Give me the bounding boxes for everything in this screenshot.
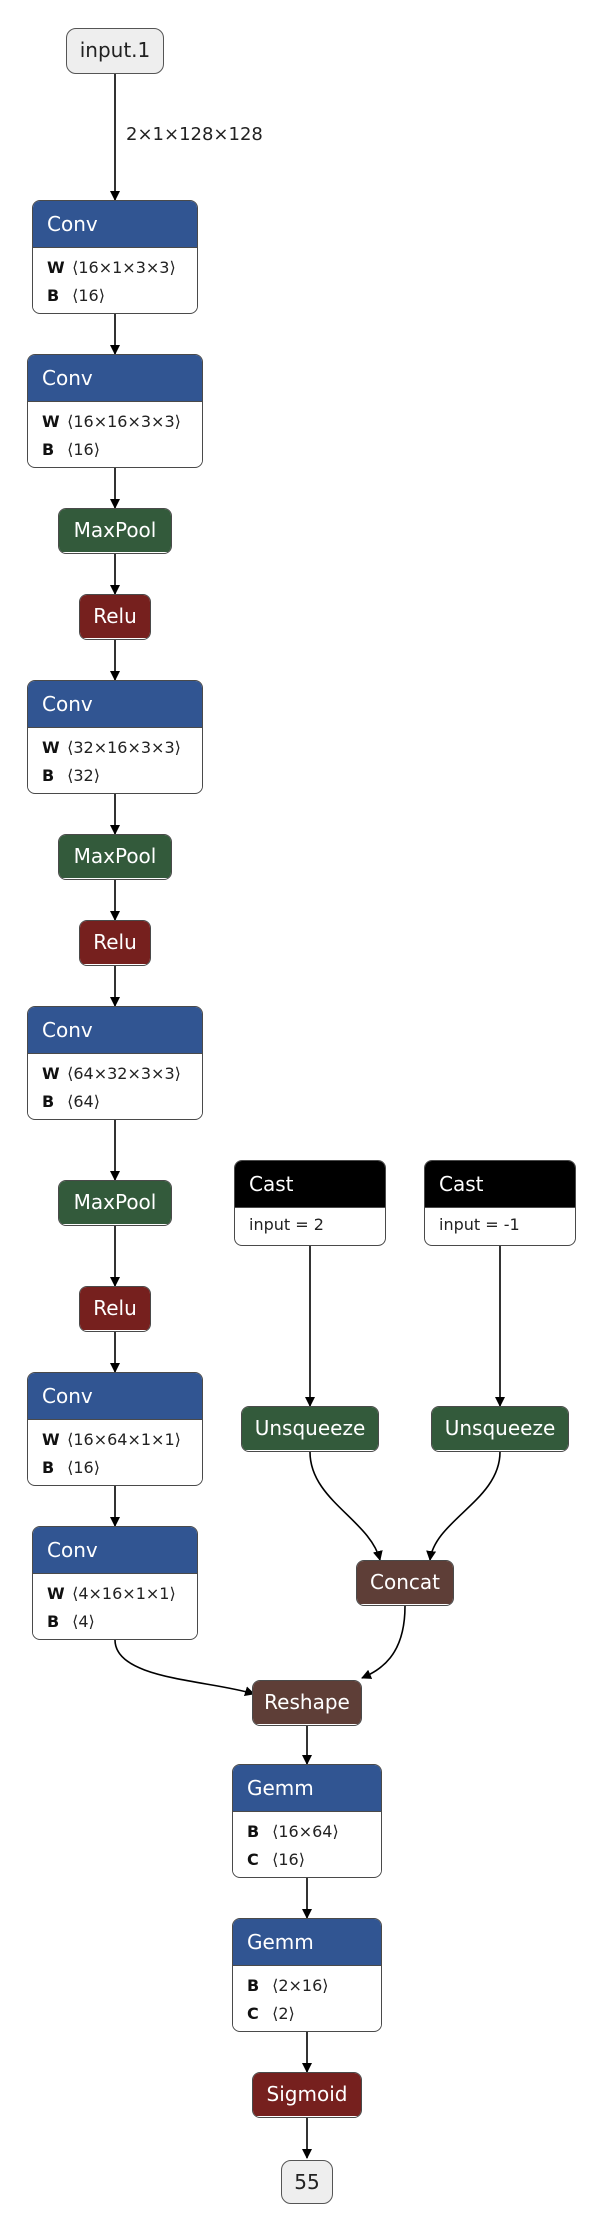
conv2-node[interactable]: Conv W ⟨16×16×3×3⟩ B ⟨16⟩: [27, 354, 203, 468]
unsqueeze1-node[interactable]: Unsqueeze: [241, 1406, 379, 1452]
conv4-attr-key: W: [42, 1064, 60, 1083]
conv4-attr-value: ⟨64×32×3×3⟩: [67, 1064, 181, 1083]
gemm1-attr-value: ⟨16⟩: [272, 1850, 305, 1869]
gemm2-attr-key: B: [247, 1976, 260, 1995]
maxpool1-node[interactable]: MaxPool: [58, 508, 172, 554]
gemm1-attr-key: B: [247, 1822, 260, 1841]
conv5-node[interactable]: Conv W ⟨16×64×1×1⟩ B ⟨16⟩: [27, 1372, 203, 1486]
conv2-attr-value: ⟨16⟩: [67, 440, 100, 459]
unsqueeze2-op-label: Unsqueeze: [432, 1407, 568, 1450]
conv5-attr-key: B: [42, 1458, 55, 1477]
unsqueeze1-op-label: Unsqueeze: [242, 1407, 378, 1450]
conv5-attr-value: ⟨16⟩: [67, 1458, 100, 1477]
conv3-attr-value: ⟨32⟩: [67, 766, 100, 785]
cast1-attr-value: input = 2: [249, 1215, 324, 1234]
relu1-node[interactable]: Relu: [79, 594, 151, 640]
conv1-attr-value: ⟨16⟩: [72, 286, 105, 305]
gemm2-node[interactable]: Gemm B ⟨2×16⟩ C ⟨2⟩: [232, 1918, 382, 2032]
gemm1-attr-value: ⟨16×64⟩: [272, 1822, 339, 1841]
relu2-op-label: Relu: [80, 921, 150, 964]
conv1-node[interactable]: Conv W ⟨16×1×3×3⟩ B ⟨16⟩: [32, 200, 198, 314]
conv4-attr-key: B: [42, 1092, 55, 1111]
conv5-attr-value: ⟨16×64×1×1⟩: [67, 1430, 181, 1449]
maxpool3-op-label: MaxPool: [59, 1181, 171, 1224]
conv3-op-label: Conv: [28, 681, 202, 727]
gemm2-attr-key: C: [247, 2004, 259, 2023]
maxpool2-node[interactable]: MaxPool: [58, 834, 172, 880]
relu1-op-label: Relu: [80, 595, 150, 638]
concat-node[interactable]: Concat: [356, 1560, 454, 1606]
conv4-attr-value: ⟨64⟩: [67, 1092, 100, 1111]
conv6-op-label: Conv: [33, 1527, 197, 1573]
sigmoid-node[interactable]: Sigmoid: [252, 2072, 362, 2118]
output-node[interactable]: 55: [281, 2160, 333, 2204]
conv2-attr-value: ⟨16×16×3×3⟩: [67, 412, 181, 431]
gemm2-op-label: Gemm: [233, 1919, 381, 1965]
unsqueeze2-node[interactable]: Unsqueeze: [431, 1406, 569, 1452]
gemm1-attr-key: C: [247, 1850, 259, 1869]
maxpool2-op-label: MaxPool: [59, 835, 171, 878]
conv3-node[interactable]: Conv W ⟨32×16×3×3⟩ B ⟨32⟩: [27, 680, 203, 794]
conv2-attr-key: B: [42, 440, 55, 459]
concat-op-label: Concat: [357, 1561, 453, 1604]
gemm2-attr-value: ⟨2×16⟩: [272, 1976, 329, 1995]
reshape-node[interactable]: Reshape: [252, 1680, 362, 1726]
cast2-node[interactable]: Cast input = -1: [424, 1160, 576, 1246]
conv5-op-label: Conv: [28, 1373, 202, 1419]
edge-concat-reshape: [361, 1605, 406, 1679]
conv3-attr-key: B: [42, 766, 55, 785]
relu3-op-label: Relu: [80, 1287, 150, 1330]
input-node[interactable]: input.1: [66, 28, 164, 74]
conv2-op-label: Conv: [28, 355, 202, 401]
gemm1-op-label: Gemm: [233, 1765, 381, 1811]
cast2-op-label: Cast: [425, 1161, 575, 1207]
conv1-attr-key: B: [47, 286, 60, 305]
conv1-attr-value: ⟨16×1×3×3⟩: [72, 258, 176, 277]
relu3-node[interactable]: Relu: [79, 1286, 151, 1332]
conv3-attr-key: W: [42, 738, 60, 757]
cast2-attr-value: input = -1: [439, 1215, 520, 1234]
edge-shape-label: 2×1×128×128: [126, 124, 263, 145]
cast1-op-label: Cast: [235, 1161, 385, 1207]
conv6-attr-key: B: [47, 1612, 60, 1631]
conv5-attr-key: W: [42, 1430, 60, 1449]
conv6-attr-key: W: [47, 1584, 65, 1603]
reshape-op-label: Reshape: [253, 1681, 361, 1724]
conv4-node[interactable]: Conv W ⟨64×32×3×3⟩ B ⟨64⟩: [27, 1006, 203, 1120]
conv6-attr-value: ⟨4×16×1×1⟩: [72, 1584, 176, 1603]
edge-unsq1-concat: [309, 1451, 383, 1561]
conv1-op-label: Conv: [33, 201, 197, 247]
conv4-op-label: Conv: [28, 1007, 202, 1053]
maxpool3-node[interactable]: MaxPool: [58, 1180, 172, 1226]
maxpool1-op-label: MaxPool: [59, 509, 171, 552]
edge-conv6-reshape: [114, 1639, 255, 1697]
conv2-attr-key: W: [42, 412, 60, 431]
conv1-attr-key: W: [47, 258, 65, 277]
conv6-node[interactable]: Conv W ⟨4×16×1×1⟩ B ⟨4⟩: [32, 1526, 198, 1640]
edge-unsq2-concat: [426, 1451, 501, 1561]
conv3-attr-value: ⟨32×16×3×3⟩: [67, 738, 181, 757]
sigmoid-op-label: Sigmoid: [253, 2073, 361, 2116]
relu2-node[interactable]: Relu: [79, 920, 151, 966]
conv6-attr-value: ⟨4⟩: [72, 1612, 95, 1631]
cast1-node[interactable]: Cast input = 2: [234, 1160, 386, 1246]
gemm1-node[interactable]: Gemm B ⟨16×64⟩ C ⟨16⟩: [232, 1764, 382, 1878]
gemm2-attr-value: ⟨2⟩: [272, 2004, 295, 2023]
